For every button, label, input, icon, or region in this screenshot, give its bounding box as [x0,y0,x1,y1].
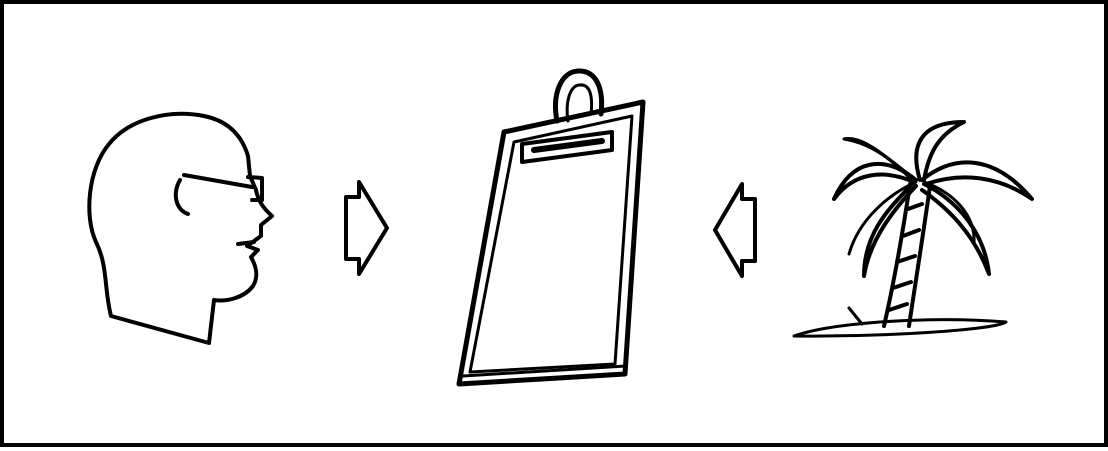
clipboard-icon [459,71,643,384]
arrow-right-icon [346,182,387,274]
palm-tree-island-icon [794,122,1032,336]
arrow-left-icon [715,184,755,276]
person-head-with-glasses-icon [89,114,272,343]
diagram-canvas [4,4,1108,451]
